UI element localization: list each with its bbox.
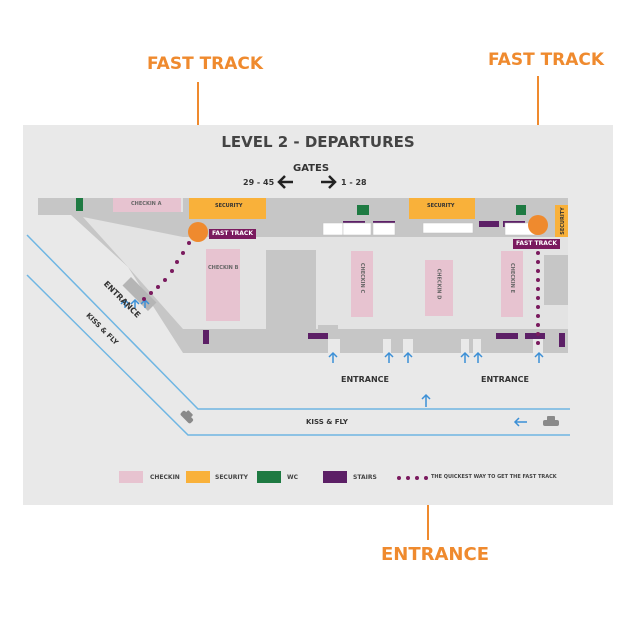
security-3-label: SECURITY [559,207,566,235]
gates-left-range: 29 - 45 [243,178,275,187]
fast-track-tag-right: FAST TRACK [513,239,560,249]
arrow-left-icon [277,175,293,189]
legend-label-stairs: STAIRS [353,474,377,481]
legend-label-wc: WC [287,474,299,481]
security-zones [189,198,568,237]
fast-track-tag-left: FAST TRACK [209,229,256,239]
checkin-b [206,249,240,321]
fast-track-callout-left: FAST TRACK [147,54,264,74]
checkin-c [351,251,373,317]
gates-right-range: 1 - 28 [341,178,367,187]
checkin-c-label: CHECKIN C [359,262,366,294]
legend-label-fast-route: THE QUICKEST WAY TO GET THE FAST TRACK [431,474,557,480]
checkin-d-label: CHECKIN D [435,268,442,300]
arrow-right-icon [321,175,337,189]
checkin-b-label: CHECKIN B [208,265,239,271]
legend-swatch-stairs [323,471,347,483]
checkin-e-label: CHECKIN E [509,262,516,294]
checkin-desks [113,198,523,321]
security-3 [555,205,568,237]
security-2 [409,198,475,219]
fast-track-route [142,241,540,345]
kiss-fly-label-horizontal: KISS & FLY [306,418,348,426]
security-1 [189,198,266,219]
car-icon [180,410,559,426]
legend-swatch-checkin [119,471,143,483]
checkin-d [425,260,453,316]
checkin-a [113,198,181,212]
legend-label-security: SECURITY [215,474,248,481]
floor-plan [26,175,570,480]
checkin-e [501,251,523,317]
map-title: LEVEL 2 - DEPARTURES [221,133,415,151]
security-1-label: SECURITY [215,203,243,209]
entrance-label-east: ENTRANCE [481,375,529,384]
entrance-label-center: ENTRANCE [341,375,389,384]
checkin-a-label: CHECKIN A [131,201,162,207]
terminal-map: LEVEL 2 - DEPARTURES GATES 29 - 45 1 - 2… [23,125,613,505]
legend-label-checkin: CHECKIN [150,474,180,481]
roads [26,234,570,436]
legend-swatch-security [186,471,210,483]
fast-track-pin-icon [188,215,548,242]
gates-label: GATES [293,163,330,174]
security-2-label: SECURITY [427,203,455,209]
entrance-callout: ENTRANCE [381,544,489,565]
legend-swatch-wc [257,471,281,483]
fast-track-callout-right: FAST TRACK [488,50,605,70]
arrow-up-icon [120,298,544,427]
